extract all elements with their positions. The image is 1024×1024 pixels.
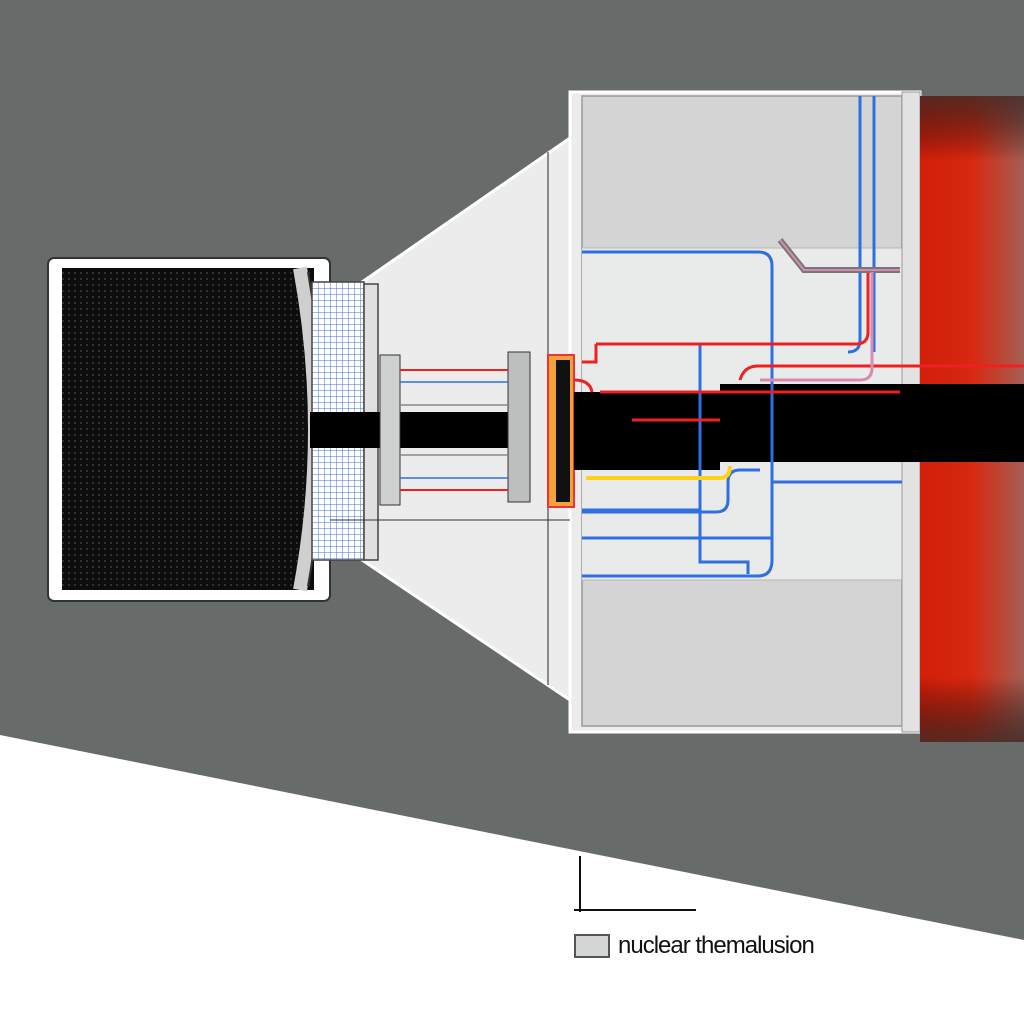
shaft-main xyxy=(574,384,1024,470)
legend-swatch xyxy=(574,934,610,958)
legend: nuclear themalusion xyxy=(574,932,815,960)
shaft-left xyxy=(310,412,528,448)
hot-lines xyxy=(573,270,1024,422)
legend-label: nuclear themalusion xyxy=(618,932,815,959)
coolant-lines xyxy=(582,96,902,578)
